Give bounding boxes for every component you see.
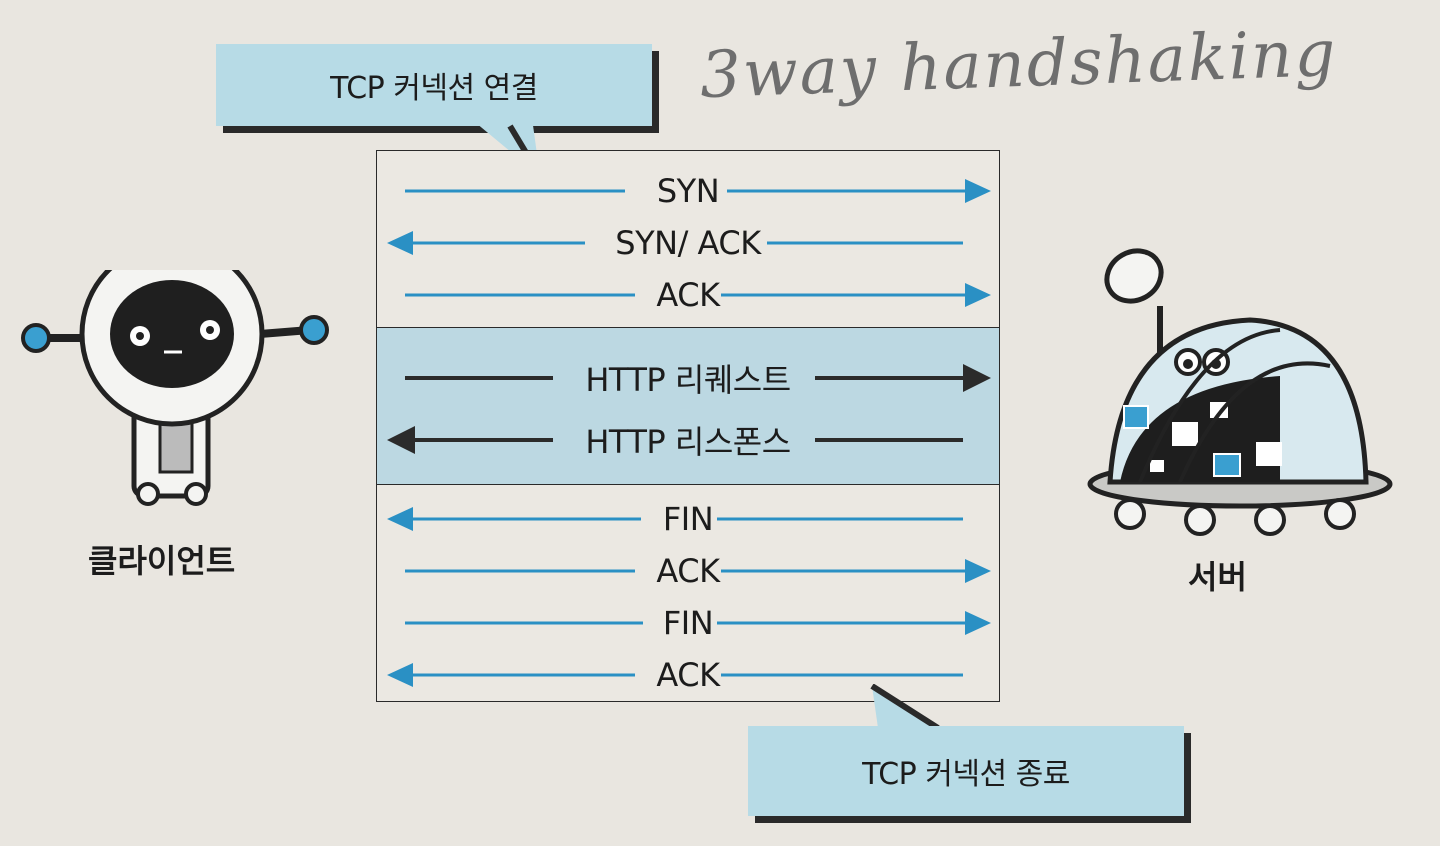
message-label: SYN/ ACK [615, 224, 761, 262]
message-label: HTTP 리퀘스트 [585, 361, 791, 399]
arrow-left-icon [387, 426, 963, 454]
client-robot-icon [21, 270, 329, 506]
message-label: ACK [656, 552, 720, 590]
handshake-message: SYN/ ACK [377, 223, 999, 263]
message-label: SYN [656, 172, 720, 210]
client-label: 클라이언트 [88, 542, 236, 580]
message-label: FIN [662, 604, 714, 642]
server-robot-icon [1087, 248, 1393, 536]
termination-message: FIN [377, 603, 999, 643]
arrow-left-icon [387, 663, 963, 687]
handwritten-note: 3way handshaking [698, 16, 1339, 114]
http-section: HTTP 리퀘스트 HTTP 리스폰스 [377, 327, 999, 485]
arrow-right-icon [405, 559, 991, 583]
arrow-left-icon [387, 507, 963, 531]
termination-message: ACK [377, 655, 999, 695]
tcp-close-callout: TCP 커넥션 종료 [748, 726, 1184, 816]
server-label: 서버 [1188, 558, 1247, 596]
arrow-right-icon [405, 611, 991, 635]
http-message: HTTP 리스폰스 [377, 420, 999, 461]
http-message: HTTP 리퀘스트 [377, 358, 999, 399]
tcp-close-callout-tail [870, 684, 940, 731]
termination-message: ACK [377, 551, 999, 591]
handshake-message: SYN [377, 171, 999, 211]
termination-message: FIN [377, 499, 999, 539]
tcp-connect-callout: TCP 커넥션 연결 [216, 44, 652, 126]
arrow-right-icon [405, 364, 991, 392]
message-label: HTTP 리스폰스 [585, 423, 791, 461]
arrow-right-icon [405, 283, 991, 307]
sequence-diagram: SYN SYN/ ACK ACK [376, 150, 1000, 702]
message-label: ACK [656, 276, 720, 314]
termination-section: FIN ACK FIN [377, 485, 999, 703]
message-label: FIN [662, 500, 714, 538]
tcp-connect-callout-text: TCP 커넥션 연결 [330, 71, 538, 106]
tcp-close-callout-text: TCP 커넥션 종료 [862, 757, 1070, 792]
handshake-section: SYN SYN/ ACK ACK [377, 151, 999, 327]
arrow-right-icon [405, 179, 991, 203]
arrow-left-icon [387, 231, 963, 255]
handshake-message: ACK [377, 275, 999, 315]
message-label: ACK [656, 656, 720, 694]
